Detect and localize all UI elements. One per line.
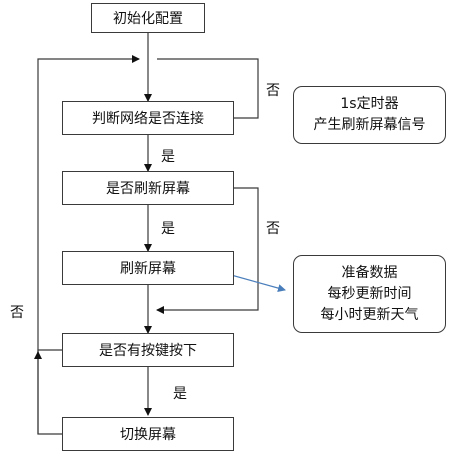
node-check-refresh-label: 是否刷新屏幕 — [106, 181, 190, 197]
label-key-yes: 是 — [173, 386, 187, 402]
label-refresh-no: 否 — [266, 221, 280, 237]
label-network-yes: 是 — [161, 149, 175, 165]
note-data-line3: 每小时更新天气 — [320, 306, 419, 323]
node-refresh-screen: 刷新屏幕 — [62, 251, 234, 285]
node-check-key-label: 是否有按键按下 — [99, 343, 197, 359]
label-network-no: 否 — [266, 83, 280, 99]
node-check-key: 是否有按键按下 — [62, 333, 234, 367]
label-key-no: 否 — [10, 305, 24, 321]
node-switch-screen: 切换屏幕 — [62, 417, 234, 451]
note-data-line1: 准备数据 — [341, 264, 398, 281]
label-refresh-yes: 是 — [161, 221, 175, 237]
note-data-line2: 每秒更新时间 — [327, 285, 412, 302]
node-check-network-label: 判断网络是否连接 — [92, 111, 204, 127]
edge-loop-back — [37, 55, 140, 435]
node-check-refresh: 是否刷新屏幕 — [62, 171, 234, 205]
note-data: 准备数据 每秒更新时间 每小时更新天气 — [293, 255, 446, 333]
edge-key-no — [37, 349, 62, 356]
node-init-label: 初始化配置 — [113, 11, 183, 27]
node-switch-screen-label: 切换屏幕 — [120, 427, 176, 443]
edge-refresh-no — [156, 187, 259, 314]
note-timer-line2: 产生刷新屏幕信号 — [313, 117, 426, 133]
note-timer: 1s定时器 产生刷新屏幕信号 — [293, 86, 446, 144]
note-timer-line1: 1s定时器 — [340, 96, 399, 112]
edge-network-no — [157, 58, 259, 119]
node-init: 初始化配置 — [91, 3, 205, 33]
node-check-network: 判断网络是否连接 — [62, 101, 234, 135]
node-refresh-screen-label: 刷新屏幕 — [120, 261, 176, 277]
